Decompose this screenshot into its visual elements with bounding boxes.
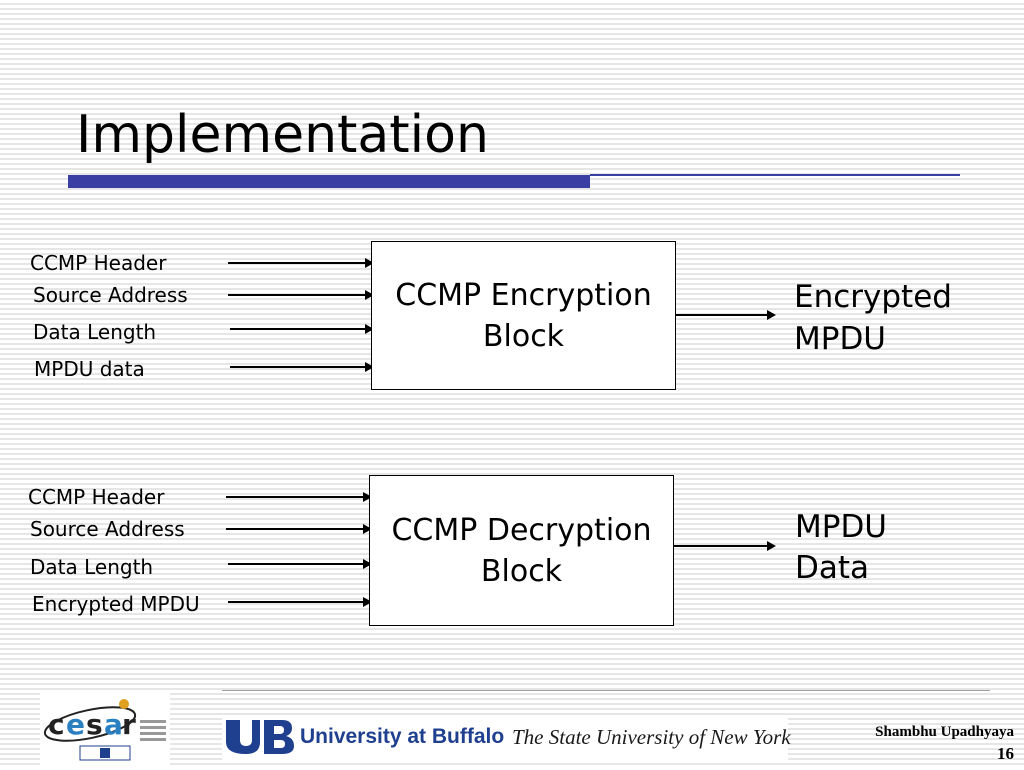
dec-input-source-address: Source Address (30, 517, 185, 541)
dec-output-line1: MPDU (795, 509, 888, 545)
enc-arrow-source-address (228, 290, 374, 300)
title-underline-thin (590, 174, 960, 176)
svg-text:e: e (66, 708, 85, 741)
dec-block-label-line1: CCMP Decryption (391, 512, 652, 548)
footer-divider (222, 690, 990, 691)
author-name: Shambhu Upadhyaya (875, 724, 1014, 740)
enc-input-mpdu-data: MPDU data (34, 357, 145, 381)
enc-output-line2: MPDU (794, 321, 887, 357)
enc-input-ccmp-header: CCMP Header (30, 251, 167, 275)
ub-name: University at Buffalo (300, 725, 505, 748)
svg-text:a: a (104, 708, 123, 741)
enc-block-label-line2: Block (482, 318, 565, 354)
enc-output-arrow (676, 310, 776, 320)
enc-output-line1: Encrypted (794, 279, 952, 315)
dec-output-line2: Data (795, 550, 870, 586)
ub-tagline: The State University of New York (512, 725, 791, 749)
dec-arrow-encrypted-mpdu (228, 597, 372, 607)
cesar-logo: c e s a r (40, 690, 170, 766)
dec-input-encrypted-mpdu: Encrypted MPDU (32, 592, 200, 616)
dec-arrow-ccmp-header (226, 492, 372, 502)
dec-input-ccmp-header: CCMP Header (28, 485, 165, 509)
svg-text:s: s (86, 708, 103, 741)
dec-arrow-data-length (228, 559, 372, 569)
university-at-buffalo-logo: University at Buffalo The State Universi… (222, 716, 791, 760)
enc-arrow-ccmp-header (228, 258, 374, 268)
ub-monogram-icon (226, 720, 294, 754)
enc-input-source-address: Source Address (33, 283, 188, 307)
page-number: 16 (997, 744, 1014, 763)
enc-arrow-mpdu-data (230, 362, 374, 372)
enc-block-label-line1: CCMP Encryption (395, 277, 652, 313)
dec-input-data-length: Data Length (30, 555, 154, 579)
title-underline-thick (68, 175, 590, 188)
enc-input-data-length: Data Length (33, 320, 157, 344)
ccmp-decryption-block: CCMP Decryption Block (369, 475, 674, 626)
dec-arrow-source-address (226, 524, 372, 534)
dec-block-label-line2: Block (480, 553, 563, 589)
ccmp-encryption-block: CCMP Encryption Block (371, 241, 676, 390)
dec-output-arrow (674, 541, 776, 551)
svg-text:c: c (48, 708, 65, 741)
enc-arrow-data-length (230, 324, 374, 334)
svg-text:r: r (122, 708, 136, 741)
slide-title: Implementation (76, 105, 489, 165)
